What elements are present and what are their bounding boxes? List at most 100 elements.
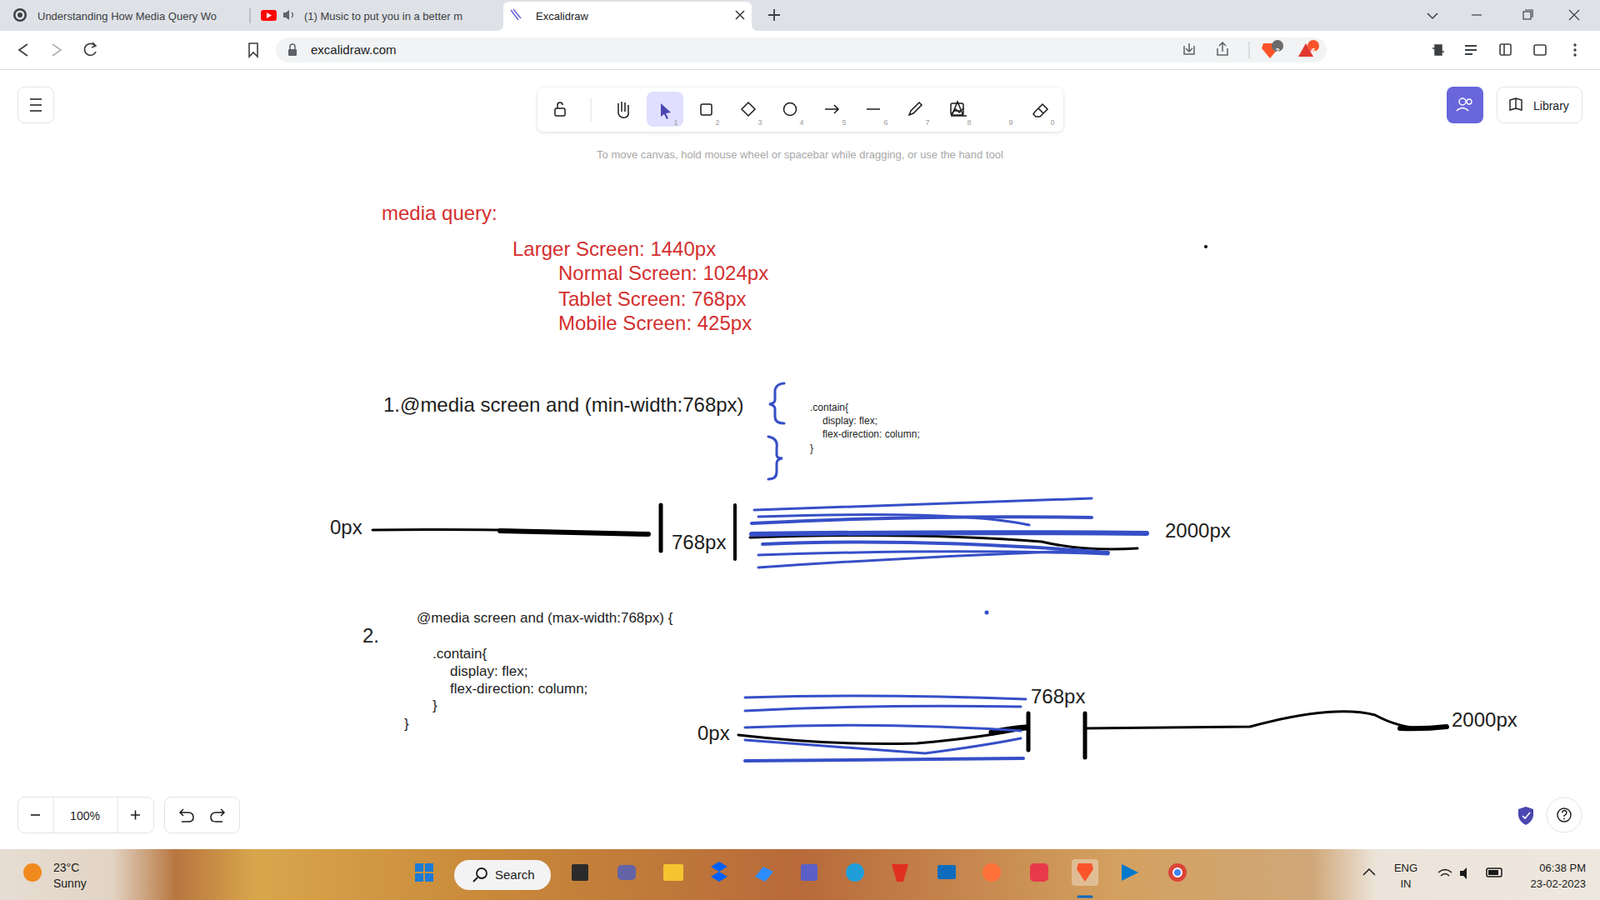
axis-label: 0px [697, 721, 730, 746]
text-holder: 5 [841, 113, 846, 129]
text-holder: Larger Screen: 1440px [512, 237, 716, 262]
section-title: media query: [381, 201, 498, 226]
shortcut-number: 9 [1008, 118, 1013, 128]
shortcut-number: 1 [673, 118, 678, 128]
text-holder: display: flex; [822, 412, 878, 428]
shortcut-number: 2 [715, 118, 720, 128]
text-holder: 1 [673, 113, 678, 129]
text-holder: Library [1533, 98, 1570, 114]
breakpoint-note: Tablet Screen: 768px [558, 287, 746, 312]
clock-time: 06:38 PM [1539, 861, 1586, 875]
text-holder: .contain{ [810, 399, 849, 415]
code-line: .contain{ [432, 645, 487, 663]
text-holder: excalidraw.com [310, 42, 397, 58]
text-holder: display: flex; [450, 663, 529, 680]
text-holder: 0 [1050, 113, 1055, 129]
shortcut-number: 7 [925, 118, 930, 128]
text-holder: To move canvas, hold mouse wheel or spac… [596, 146, 1004, 162]
axis-label: 768px [1030, 685, 1085, 710]
shortcut-number: 8 [966, 118, 971, 128]
text-holder: Sunny [53, 875, 87, 891]
text-holder: } [432, 697, 438, 715]
weather-temp: 23°C [53, 860, 80, 875]
breakpoint-note: Normal Screen: 1024px [558, 261, 769, 286]
axis-label: 2000px [1451, 708, 1518, 733]
text-holder: 1.@media screen and (min-width:768px) [383, 393, 745, 418]
code-line: display: flex; [822, 415, 878, 427]
breakpoint-note: Larger Screen: 1440px [512, 237, 716, 262]
media-rule: @media screen and (max-width:768px) { [416, 610, 673, 627]
code-line: display: flex; [450, 663, 529, 680]
text-holder: 2. [362, 624, 380, 649]
text-holder: ENG [1394, 860, 1418, 875]
text-holder: 2 [715, 113, 720, 129]
text-holder: Normal Screen: 1024px [558, 261, 769, 286]
clock-date: 23-02-2023 [1530, 877, 1587, 891]
code-line: .contain{ [810, 401, 849, 414]
search-label: Search [495, 867, 535, 883]
text-holder: Tablet Screen: 768px [558, 287, 746, 312]
text-holder: flex-direction: column; [450, 680, 588, 698]
text-holder: @media screen and (max-width:768px) { [416, 610, 673, 627]
code-line: flex-direction: column; [822, 428, 920, 440]
text-holder: flex-direction: column; [822, 425, 920, 441]
badge-count: 6 [1310, 46, 1315, 56]
text-holder: .contain{ [432, 645, 487, 663]
text-holder: media query: [381, 201, 498, 226]
tab-title: Excalidraw [535, 10, 589, 24]
text-holder: 0px [697, 721, 730, 746]
text-holder: 9 [1008, 113, 1013, 129]
shortcut-number: 3 [757, 118, 762, 128]
text-holder: 768px [671, 530, 726, 555]
axis-label: 0px [330, 515, 363, 540]
text-holder: 06:38 PM [1539, 860, 1586, 875]
shortcut-number: 4 [799, 118, 804, 128]
text-holder: 768px [1030, 685, 1085, 710]
badge-count: 2 [1275, 46, 1280, 56]
shortcut-number: 5 [841, 118, 846, 128]
text-holder: Excalidraw [535, 8, 589, 24]
text-holder: } [404, 715, 410, 733]
text-holder: 0px [330, 515, 363, 540]
button-label: Library [1533, 99, 1570, 114]
text-holder: 7 [925, 113, 930, 129]
text-holder: 6 [1310, 41, 1315, 57]
language-code: IN [1400, 877, 1412, 891]
code-line: } [810, 442, 814, 455]
text-holder: IN [1400, 875, 1412, 891]
zoom-level: 100% [70, 809, 100, 824]
breakpoint-note: Mobile Screen: 425px [558, 311, 752, 336]
url-text: excalidraw.com [310, 42, 397, 58]
text-holder: Mobile Screen: 425px [558, 311, 752, 336]
text-holder: } [810, 440, 814, 455]
text-holder: Understanding How Media Query Wo [37, 8, 217, 24]
shortcut-number: 0 [1050, 118, 1055, 128]
axis-label: 2000px [1165, 519, 1231, 544]
text-holder: Search [495, 867, 535, 883]
code-line: } [404, 715, 410, 733]
text-holder: 23-02-2023 [1530, 875, 1587, 891]
tab-title: Understanding How Media Query Wo [37, 10, 217, 24]
text-holder: 100% [70, 808, 100, 824]
code-line: flex-direction: column; [450, 680, 588, 698]
text-holder: 23°C [53, 860, 80, 875]
step-number: 2. [362, 624, 380, 649]
media-rule: 1.@media screen and (min-width:768px) [383, 393, 745, 418]
text-holder: 6 [883, 113, 888, 129]
axis-label: 768px [671, 530, 726, 555]
tab-title: (1) Music to put you in a better m [304, 10, 463, 24]
text-holder: 8 [966, 113, 971, 129]
text-holder: 4 [799, 113, 804, 129]
text-holder: 2000px [1451, 708, 1518, 733]
text-holder: 2 [1275, 41, 1280, 57]
text-holder: 3 [757, 113, 762, 129]
text-holder: (1) Music to put you in a better m [304, 8, 463, 24]
weather-text: Sunny [53, 876, 87, 891]
text-holder: 2000px [1165, 519, 1231, 544]
code-line: } [432, 697, 438, 715]
language-code: ENG [1394, 861, 1418, 875]
hint-text: To move canvas, hold mouse wheel or spac… [596, 148, 1004, 162]
shortcut-number: 6 [883, 118, 888, 128]
